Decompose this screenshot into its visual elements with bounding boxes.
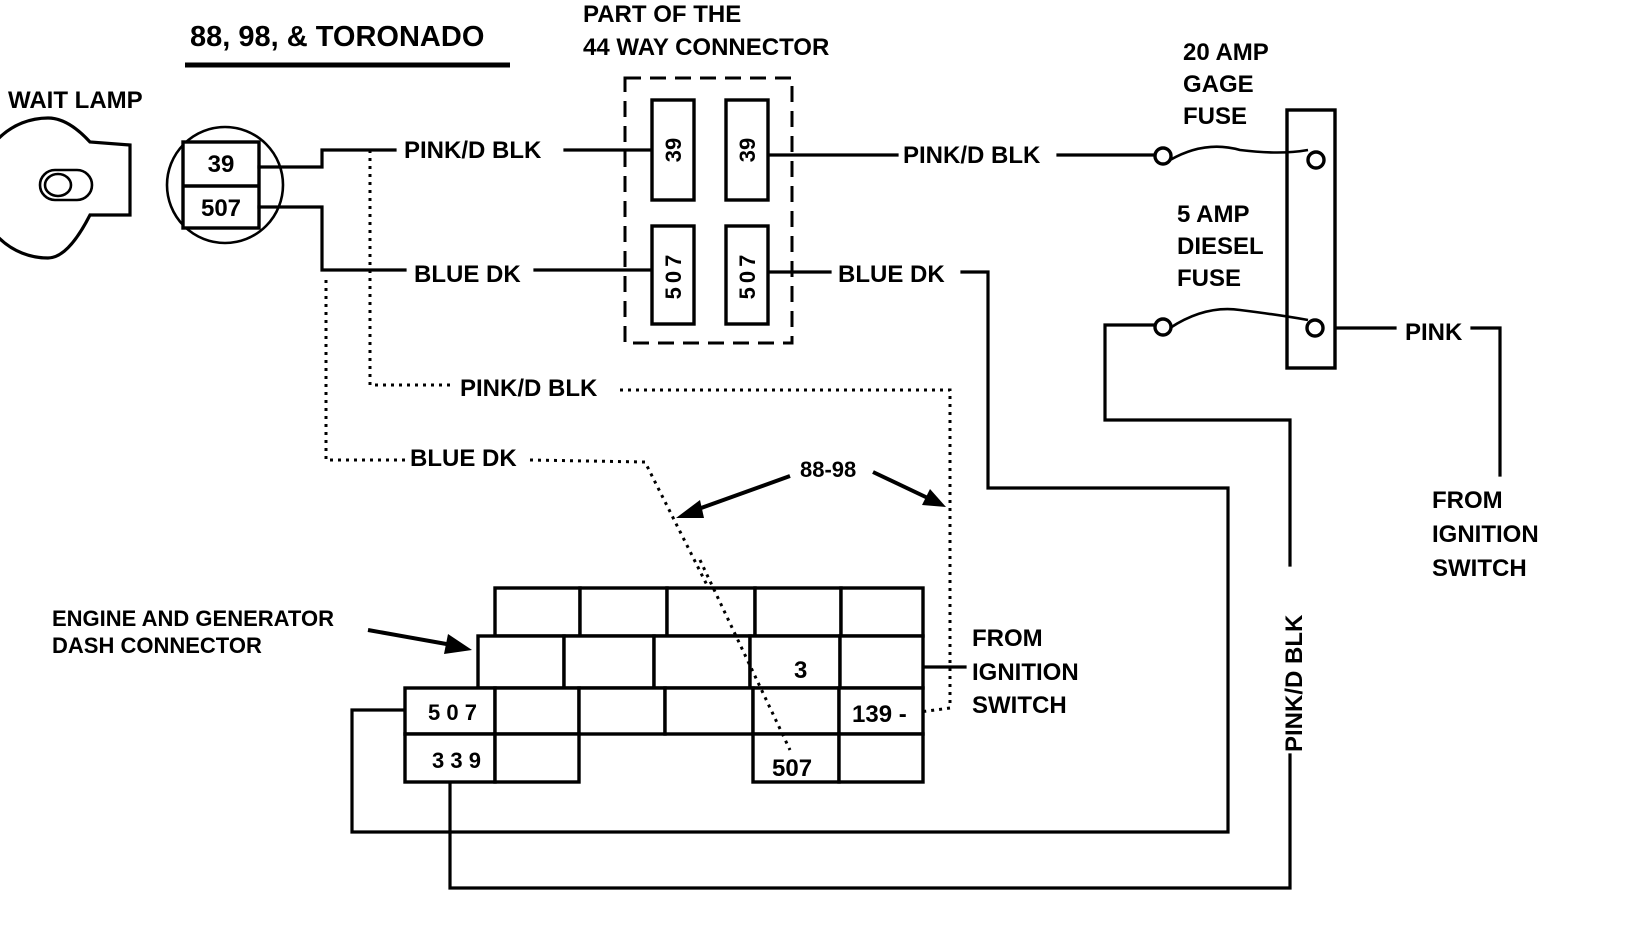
- connector44-pin-39-right: 39: [735, 138, 760, 162]
- wait-lamp-connector: 39 507: [165, 125, 285, 245]
- wire-label-blue-dk-2: BLUE DK: [838, 261, 945, 288]
- dash-connector-arrow: [367, 628, 472, 654]
- diagram-title: 88, 98, & TORONADO: [190, 21, 484, 53]
- wire-label-pink-dblk-3: PINK/D BLK: [460, 375, 598, 402]
- diesel-fuse-label-3: FUSE: [1177, 265, 1241, 292]
- wire-label-pink-dblk-vertical: PINK/D BLK: [1281, 614, 1308, 752]
- dash-connector-label-2: DASH CONNECTOR: [52, 633, 262, 658]
- from-ignition-1-line3: SWITCH: [1432, 555, 1527, 582]
- diesel-fuse-label-1: 5 AMP: [1177, 201, 1249, 228]
- dash-pin-139: 139 -: [852, 701, 907, 728]
- connector44-pin-507-right: 507: [735, 251, 760, 300]
- connector44-label-line2: 44 WAY CONNECTOR: [583, 34, 829, 61]
- gage-fuse-icon: [1169, 145, 1309, 162]
- dash-connector: 3 139 - 5 0 7 3 3 9 507: [403, 586, 925, 784]
- wait-lamp-label: WAIT LAMP: [8, 87, 143, 114]
- wire-label-pink: PINK: [1405, 319, 1463, 346]
- connector44-pin-507-left: 507: [661, 251, 686, 300]
- gage-fuse-label-1: 20 AMP: [1183, 39, 1269, 66]
- from-ignition-2-line2: IGNITION: [972, 659, 1079, 686]
- wait-lamp-pin-39: 39: [208, 151, 235, 178]
- wire-label-blue-dk-3: BLUE DK: [410, 445, 517, 472]
- wire-label-pink-dblk-1: PINK/D BLK: [404, 137, 542, 164]
- wait-lamp-icon: [0, 116, 132, 260]
- models-note-arrows: [676, 470, 946, 518]
- solid-wires: [257, 148, 1502, 890]
- dash-pin-339: 3 3 9: [432, 748, 481, 773]
- dash-pin-507-left: 5 0 7: [428, 700, 477, 725]
- wire-label-pink-dblk-2: PINK/D BLK: [903, 142, 1041, 169]
- diesel-fuse-label-2: DIESEL: [1177, 233, 1264, 260]
- from-ignition-2-line3: SWITCH: [972, 692, 1067, 719]
- gage-fuse-label-3: FUSE: [1183, 103, 1247, 130]
- dash-connector-label-1: ENGINE AND GENERATOR: [52, 606, 334, 631]
- wait-lamp-pin-507: 507: [201, 195, 241, 222]
- 44-way-connector: PART OF THE 44 WAY CONNECTOR 39 39 507 5…: [583, 1, 829, 345]
- connector44-pin-39-left: 39: [661, 138, 686, 162]
- fuse-block: 20 AMP GAGE FUSE 5 AMP DIESEL FUSE: [1153, 39, 1337, 370]
- from-ignition-2-line1: FROM: [972, 625, 1043, 652]
- gage-fuse-label-2: GAGE: [1183, 71, 1254, 98]
- dash-pin-3: 3: [794, 657, 807, 684]
- dash-pin-507-bottom: 507: [772, 755, 812, 782]
- from-ignition-1-line2: IGNITION: [1432, 521, 1539, 548]
- wire-label-blue-dk-1: BLUE DK: [414, 261, 521, 288]
- connector44-label-line1: PART OF THE: [583, 1, 741, 28]
- models-note: 88-98: [800, 457, 856, 482]
- diesel-fuse-icon: [1169, 307, 1309, 330]
- from-ignition-1-line1: FROM: [1432, 487, 1503, 514]
